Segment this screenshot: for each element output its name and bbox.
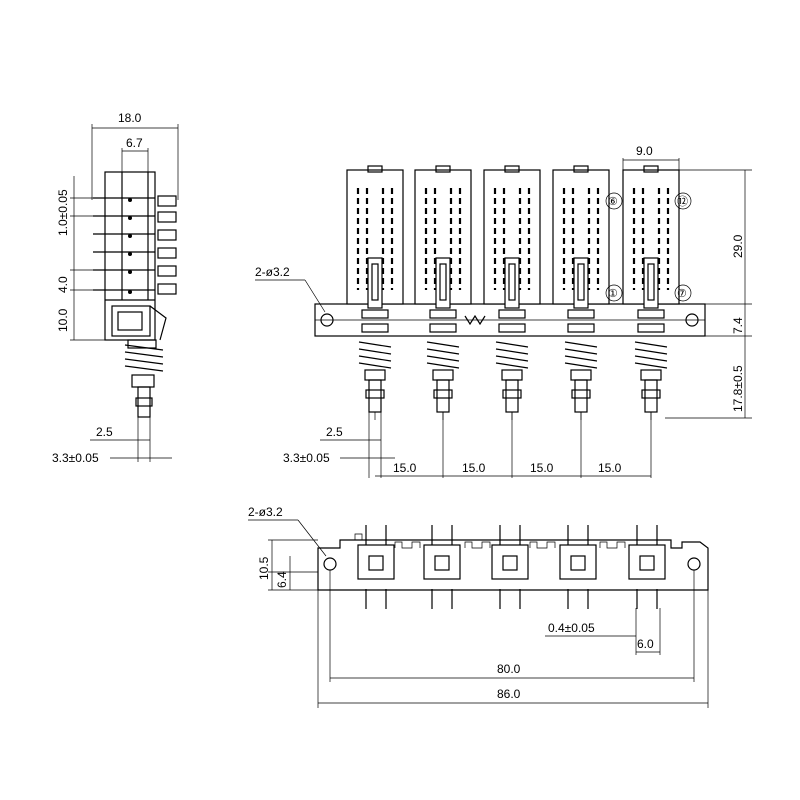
bottom-switch-2: [423, 524, 461, 610]
front-pitch-3-label: 15.0: [530, 461, 554, 475]
front-mount-holes-label: 2-ø3.2: [255, 265, 290, 279]
front-button-5: [621, 164, 681, 422]
front-button-width-label: 9.0: [636, 144, 653, 158]
side-pin-pitch-label: 1.0±0.05: [56, 189, 70, 236]
front-view: ⑥ ① ⑫ ⑦ 2-ø3.2 9.0 29.0 7.4 17.8±0.5 2.5…: [255, 144, 752, 478]
front-pin-offset-label: 2.5: [326, 425, 343, 439]
side-base-height-label: 10.0: [56, 308, 70, 332]
side-pin-thickness-label: 3.3±0.05: [52, 451, 99, 465]
side-view: 18.0 6.7 1.0±0.05 4.0 10.0 2.5 3.3±0.05: [52, 111, 179, 465]
terminal-label-6: ⑥: [608, 196, 618, 208]
front-button-1: [345, 164, 405, 422]
front-button-3: [482, 164, 542, 422]
side-spring: [124, 344, 164, 372]
bottom-body: [317, 539, 709, 591]
bottom-height-inner-label: 6.4: [275, 571, 289, 588]
side-pin-offset-label: 2.5: [96, 425, 113, 439]
bottom-switch-3: [491, 524, 529, 610]
bottom-pin-width-label: 0.4±0.05: [548, 621, 595, 635]
side-pin-span-label: 4.0: [56, 276, 70, 293]
side-width-label: 18.0: [118, 111, 142, 125]
bottom-overall-length-label: 86.0: [497, 687, 521, 701]
front-pitch-1-label: 15.0: [393, 461, 417, 475]
bottom-mount-hole-right: [687, 557, 701, 571]
bottom-height-total-label: 10.5: [257, 556, 271, 580]
bottom-pin-spacing-label: 6.0: [637, 637, 654, 651]
terminal-label-12: ⑫: [677, 195, 688, 208]
front-pitch-4-label: 15.0: [598, 461, 622, 475]
front-button-4: [551, 164, 611, 422]
terminal-label-7: ⑦: [677, 288, 687, 300]
front-pitch-2-label: 15.0: [462, 461, 486, 475]
front-frame-height-label: 7.4: [731, 317, 745, 334]
bottom-mount-holes-label: 2-ø3.2: [248, 505, 283, 519]
bottom-switch-4: [559, 524, 597, 610]
bottom-switch-5: [628, 524, 666, 610]
front-spring-marker: [464, 314, 486, 326]
bottom-switch-1: [357, 524, 395, 610]
bottom-view: 2-ø3.2 10.5 6.4 0.4±0.05 6.0 80.0 86.0: [248, 505, 709, 708]
front-button-height-label: 29.0: [731, 234, 745, 258]
front-mount-hole-left: [320, 313, 334, 327]
terminal-label-1: ①: [608, 288, 618, 300]
front-button-2: [413, 164, 473, 422]
bottom-mount-hole-left: [323, 557, 337, 571]
front-pin-thickness-label: 3.3±0.05: [283, 451, 330, 465]
side-terminals: [93, 195, 177, 295]
front-plunger-length-label: 17.8±0.5: [731, 365, 745, 412]
bottom-hole-spacing-label: 80.0: [497, 662, 521, 676]
side-inner-width-label: 6.7: [126, 136, 143, 150]
front-mount-hole-right: [685, 313, 699, 327]
